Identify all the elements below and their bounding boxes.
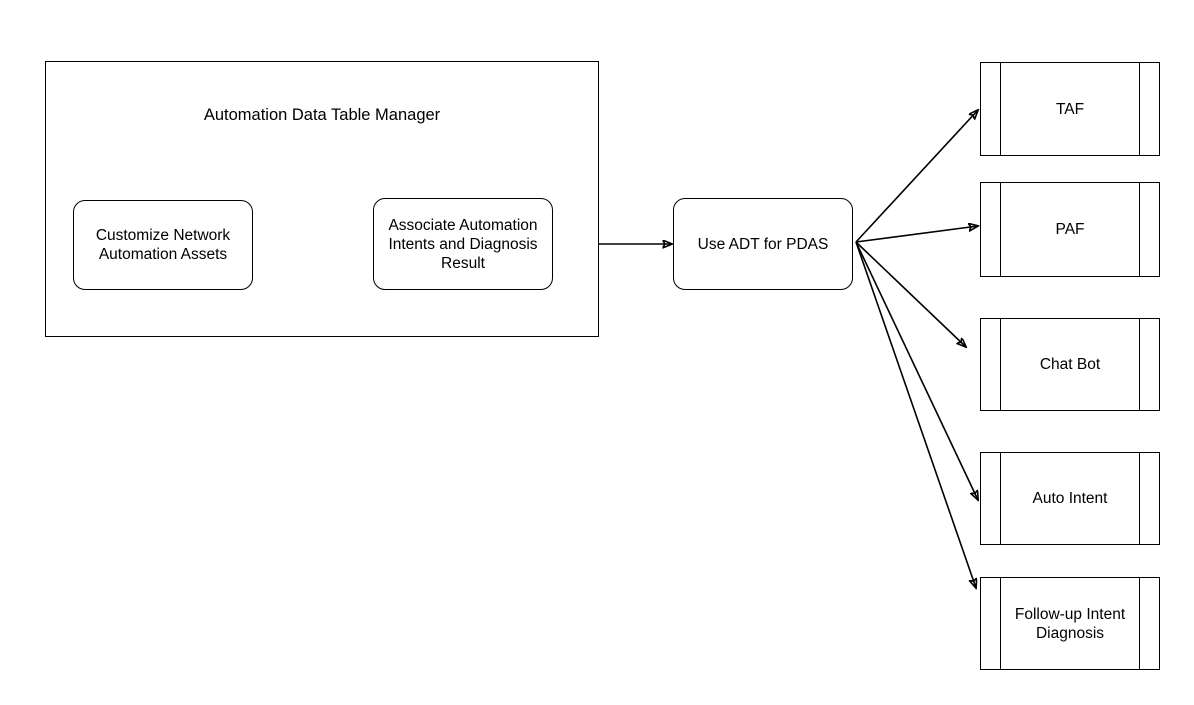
node-paf[interactable]: PAF xyxy=(980,182,1160,277)
subprocess-right-bar-taf xyxy=(1139,63,1140,155)
edge-use-adt-to-auto-intent xyxy=(855,241,978,500)
subprocess-right-bar-follow-up-intent-diagnosis xyxy=(1139,578,1140,669)
subprocess-left-bar-auto-intent xyxy=(1000,453,1001,544)
node-associate-automation-intents-and-diagnosis-result[interactable]: Associate Automation Intents and Diagnos… xyxy=(373,198,553,290)
node-label-customize-network-automation-assets: Customize Network Automation Assets xyxy=(95,227,231,263)
edge-use-adt-to-taf xyxy=(855,110,978,243)
node-label-associate-automation-intents-and-diagnosis-result: Associate Automation Intents and Diagnos… xyxy=(388,216,538,272)
subprocess-left-bar-chat-bot xyxy=(1000,319,1001,410)
node-label-use-adt-for-pdas: Use ADT for PDAS xyxy=(697,235,829,253)
node-label-chat-bot: Chat Bot xyxy=(1039,356,1101,373)
subprocess-right-bar-paf xyxy=(1139,183,1140,276)
node-customize-network-automation-assets[interactable]: Customize Network Automation Assets xyxy=(73,200,253,290)
subprocess-left-bar-follow-up-intent-diagnosis xyxy=(1000,578,1001,669)
group-title: Automation Data Table Manager xyxy=(203,106,441,124)
subprocess-right-bar-chat-bot xyxy=(1139,319,1140,410)
edge-use-adt-to-chat-bot xyxy=(855,241,966,347)
edge-use-adt-to-follow-up-intent-diagnosis xyxy=(855,241,976,588)
subprocess-left-bar-paf xyxy=(1000,183,1001,276)
edge-use-adt-to-paf xyxy=(855,226,978,243)
node-label-auto-intent: Auto Intent xyxy=(1032,490,1108,507)
node-label-paf: PAF xyxy=(1055,221,1085,238)
node-auto-intent[interactable]: Auto Intent xyxy=(980,452,1160,545)
node-taf[interactable]: TAF xyxy=(980,62,1160,156)
node-use-adt-for-pdas[interactable]: Use ADT for PDAS xyxy=(673,198,853,290)
node-chat-bot[interactable]: Chat Bot xyxy=(980,318,1160,411)
subprocess-left-bar-taf xyxy=(1000,63,1001,155)
node-follow-up-intent-diagnosis[interactable]: Follow-up Intent Diagnosis xyxy=(980,577,1160,670)
node-label-follow-up-intent-diagnosis: Follow-up Intent Diagnosis xyxy=(1014,605,1126,642)
node-label-taf: TAF xyxy=(1055,100,1085,118)
subprocess-right-bar-auto-intent xyxy=(1139,453,1140,544)
